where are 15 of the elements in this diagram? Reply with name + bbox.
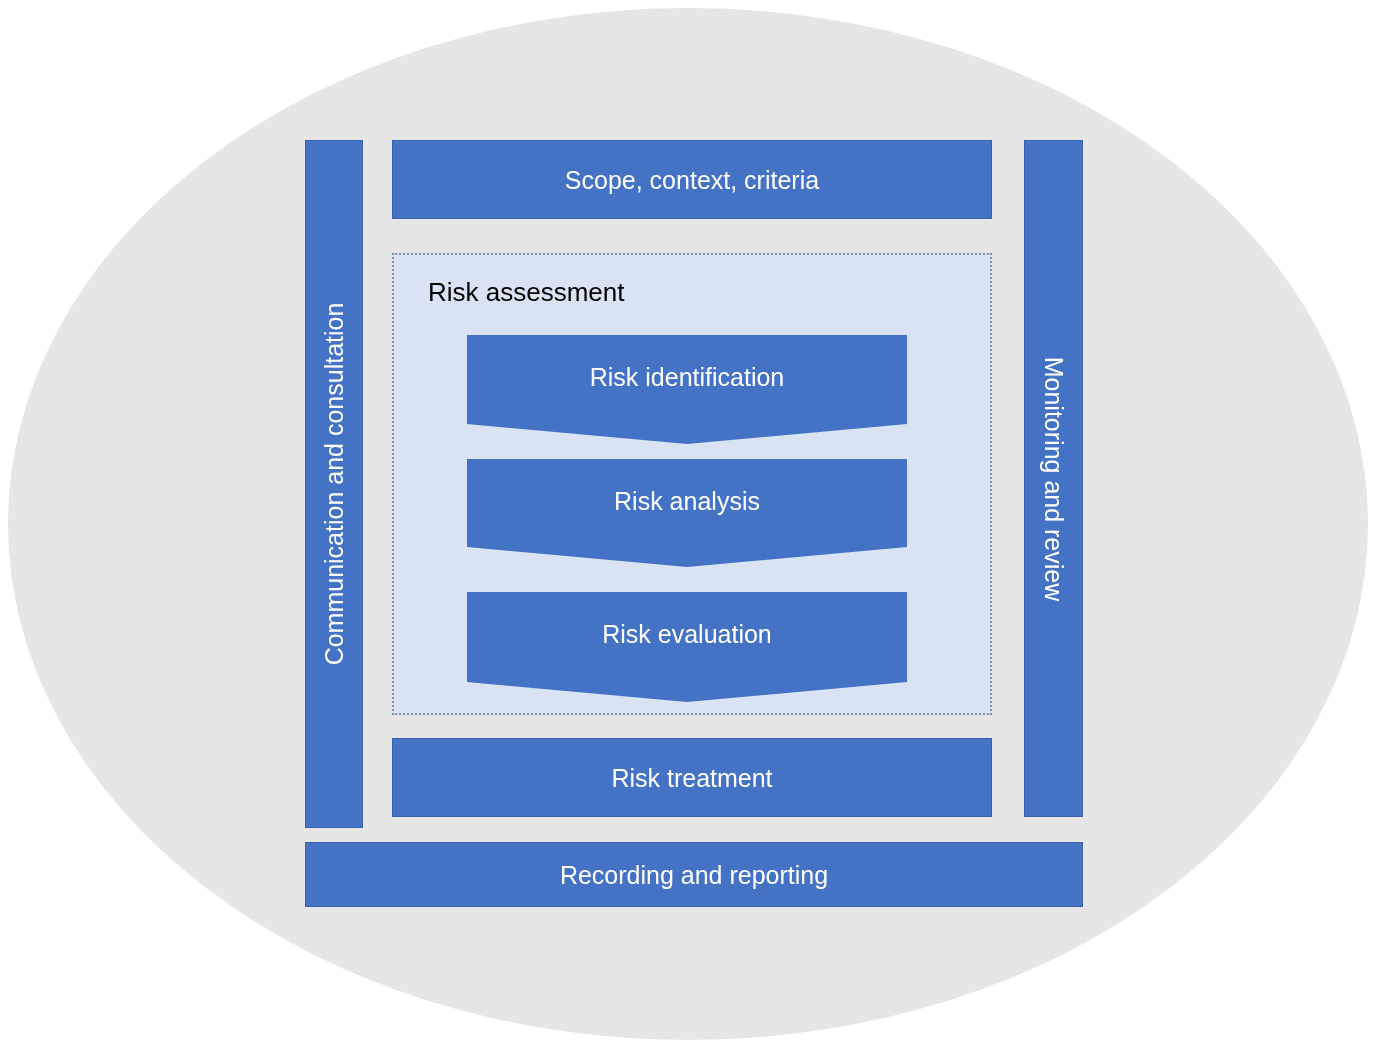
process-box bbox=[1024, 140, 1083, 817]
process-box bbox=[305, 842, 1083, 907]
chevron-label: Risk evaluation bbox=[601, 620, 773, 649]
group-title: Risk assessment bbox=[428, 277, 625, 308]
box-label: Scope, context, criteria bbox=[563, 165, 821, 194]
group-panel bbox=[392, 253, 992, 715]
chevron-label: Risk identification bbox=[588, 363, 786, 392]
process-box bbox=[392, 738, 992, 817]
chevron-label: Risk analysis bbox=[613, 487, 761, 516]
process-box bbox=[392, 140, 992, 219]
box-label: Monitoring and review bbox=[1039, 356, 1068, 601]
process-box bbox=[305, 140, 363, 828]
box-label: Communication and consultation bbox=[319, 302, 349, 666]
box-label: Recording and reporting bbox=[558, 860, 830, 889]
box-label: Risk treatment bbox=[610, 763, 774, 792]
